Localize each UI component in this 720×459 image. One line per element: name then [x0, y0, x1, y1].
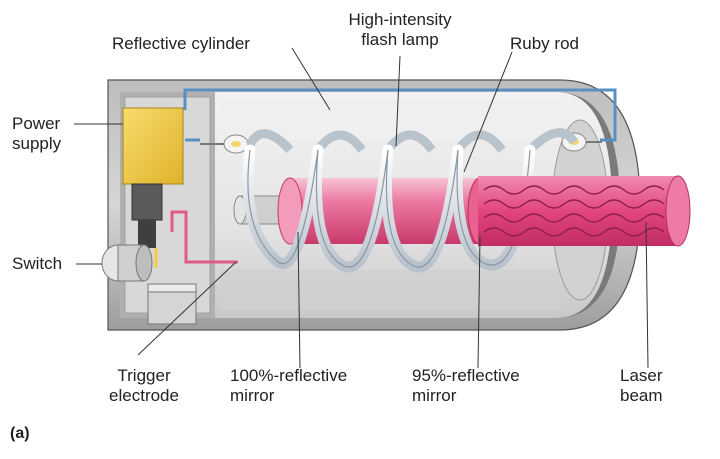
switch	[101, 244, 153, 282]
label-100-mirror-line1: 100%-reflective	[230, 366, 348, 385]
label-laser-line1: Laser	[620, 366, 663, 385]
label-trigger-line1: Trigger	[117, 366, 171, 385]
label-ruby-rod: Ruby rod	[510, 34, 579, 53]
label-laser-beam: Laser beam	[620, 366, 663, 406]
label-laser-line2: beam	[620, 386, 663, 405]
label-95-mirror-line2: mirror	[412, 386, 457, 405]
leader-lines	[74, 47, 649, 369]
laser-beam	[478, 175, 691, 247]
power-supply	[122, 107, 184, 248]
label-100-mirror-line2: mirror	[230, 386, 275, 405]
label-power-supply-line1: Power	[12, 114, 61, 133]
label-95-mirror: 95%-reflective mirror	[412, 366, 520, 406]
supply-wire	[183, 88, 617, 142]
label-power-supply-line2: supply	[12, 134, 62, 153]
label-power-supply: Power supply	[12, 114, 61, 154]
label-trigger-line2: electrode	[109, 386, 179, 405]
label-reflective-cylinder: Reflective cylinder	[112, 34, 250, 53]
label-95-mirror-line1: 95%-reflective	[412, 366, 520, 385]
label-flash-lamp-line1: High-intensity	[348, 10, 452, 29]
label-flash-lamp-line2: flash lamp	[361, 30, 439, 49]
trigger-wire	[170, 210, 238, 264]
label-flash-lamp: High-intensity flash lamp	[330, 10, 470, 50]
figure-part-label: (a)	[10, 425, 30, 442]
label-100-mirror: 100%-reflective mirror	[230, 366, 347, 406]
flash-lamp-coil-back	[245, 128, 578, 154]
label-switch: Switch	[12, 254, 63, 273]
label-trigger-electrode: Trigger electrode	[94, 366, 194, 406]
